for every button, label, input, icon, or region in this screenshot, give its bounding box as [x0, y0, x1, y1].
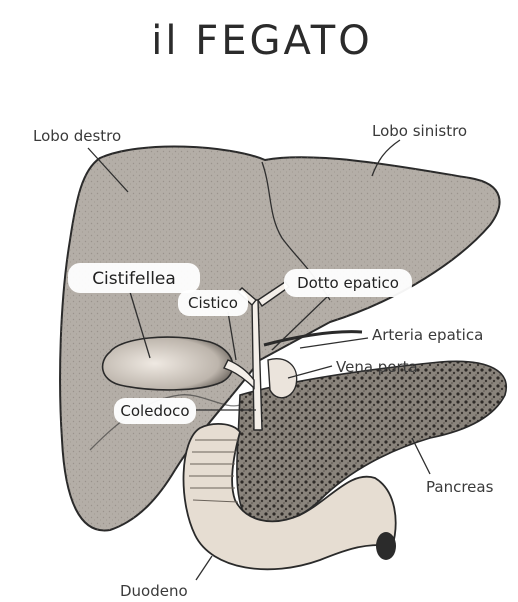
label-pancreas: Pancreas: [426, 478, 494, 496]
gallbladder: [103, 337, 233, 390]
label-portal-vein: Vena porta: [336, 358, 418, 376]
label-common-bile-duct: Coledoco: [120, 402, 189, 420]
duodenum-opening: [376, 532, 396, 560]
label-gallbladder: Cistifellea: [92, 269, 176, 289]
label-gallbladder-box: Cistifellea: [68, 263, 200, 293]
label-right-lobe: Lobo destro: [33, 127, 121, 145]
label-hepatic-artery: Arteria epatica: [372, 326, 483, 344]
label-cystic-duct: Cistico: [188, 294, 238, 312]
label-hepatic-duct: Dotto epatico: [297, 274, 399, 292]
label-common-bile-duct-box: Coledoco: [114, 398, 196, 424]
portal-vein-vessel: [268, 359, 297, 398]
label-hepatic-duct-box: Dotto epatico: [284, 269, 412, 297]
label-cystic-box: Cistico: [178, 290, 248, 316]
label-left-lobe: Lobo sinistro: [372, 122, 467, 140]
label-duodenum: Duodeno: [120, 582, 188, 600]
page-title: il FEGATO: [151, 18, 372, 64]
